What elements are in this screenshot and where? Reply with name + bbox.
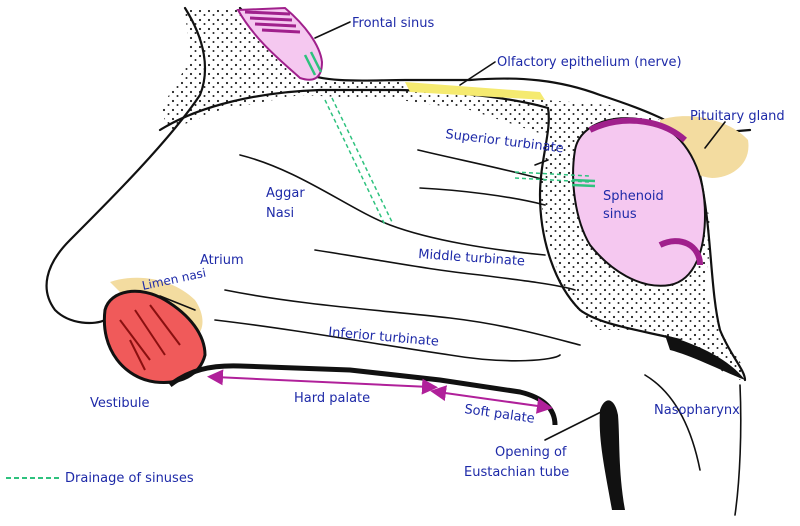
label-hard-palate: Hard palate <box>294 391 370 406</box>
leader-frontal-sinus <box>314 21 351 39</box>
vestibule-shape <box>102 289 207 385</box>
posterior-wall <box>734 384 742 516</box>
inferior-turbinate-line1 <box>224 289 581 346</box>
label-frontal-sinus: Frontal sinus <box>352 16 434 31</box>
label-sphenoid-1: Sphenoid <box>603 189 664 204</box>
sphenoid-front-wall <box>538 106 682 342</box>
drainage-sphenoid-solid <box>571 178 596 188</box>
olfactory-epithelium-shape <box>405 82 545 100</box>
drainage-frontal-solid <box>303 51 323 76</box>
leader-pituitary <box>704 121 726 149</box>
superior-turbinate-line1 <box>417 149 546 181</box>
drainage-frontal <box>324 97 393 226</box>
nasopharynx-line <box>644 374 701 471</box>
roof-upper-line <box>298 70 752 137</box>
label-sphenoid-2: sinus <box>603 207 637 222</box>
vestibule-hatch <box>119 304 181 371</box>
leader-superior-turbinate <box>534 159 549 166</box>
leader-eustachian <box>544 409 606 441</box>
leader-limen-nasi <box>159 295 196 311</box>
label-inferior-turbinate: Inferior turbinate <box>328 325 440 350</box>
sphenoid-sinus-rim <box>588 117 687 143</box>
eustachian-tube-shape <box>599 400 625 510</box>
label-eustachian-1: Opening of <box>495 445 567 460</box>
nasal-cavity-roof <box>158 88 550 132</box>
back-wall <box>698 173 747 382</box>
label-soft-palate: Soft palate <box>463 402 535 427</box>
nasopharynx-shading <box>665 335 745 380</box>
inferior-turbinate-line2 <box>214 319 561 362</box>
drainage-sphenoid <box>514 171 591 183</box>
label-middle-turbinate: Middle turbinate <box>418 247 526 269</box>
leader-olfactory <box>459 61 496 86</box>
hard-palate-arrow <box>207 369 438 395</box>
label-aggar-2: Nasi <box>266 206 294 221</box>
label-nasopharynx: Nasopharynx <box>654 403 740 418</box>
label-eustachian-2: Eustachian tube <box>464 465 569 480</box>
label-pituitary: Pituitary gland <box>690 109 785 124</box>
frontal-sinus-hatch <box>244 10 301 34</box>
frontal-sinus-shape <box>236 6 324 81</box>
label-vestibule: Vestibule <box>90 396 149 411</box>
soft-palate-arrow <box>430 385 553 414</box>
label-olfactory: Olfactory epithelium (nerve) <box>497 55 682 70</box>
legend: Drainage of sinuses <box>6 471 194 486</box>
legend-drainage-label: Drainage of sinuses <box>65 471 194 486</box>
sphenoid-sinus-inner-rim <box>658 238 703 266</box>
superior-turbinate-line2 <box>419 187 546 206</box>
label-atrium: Atrium <box>200 253 244 268</box>
middle-turbinate-line2 <box>314 249 576 291</box>
middle-turbinate-line1 <box>239 154 546 256</box>
nose-outline <box>45 6 207 325</box>
label-aggar-1: Aggar <box>266 186 305 201</box>
